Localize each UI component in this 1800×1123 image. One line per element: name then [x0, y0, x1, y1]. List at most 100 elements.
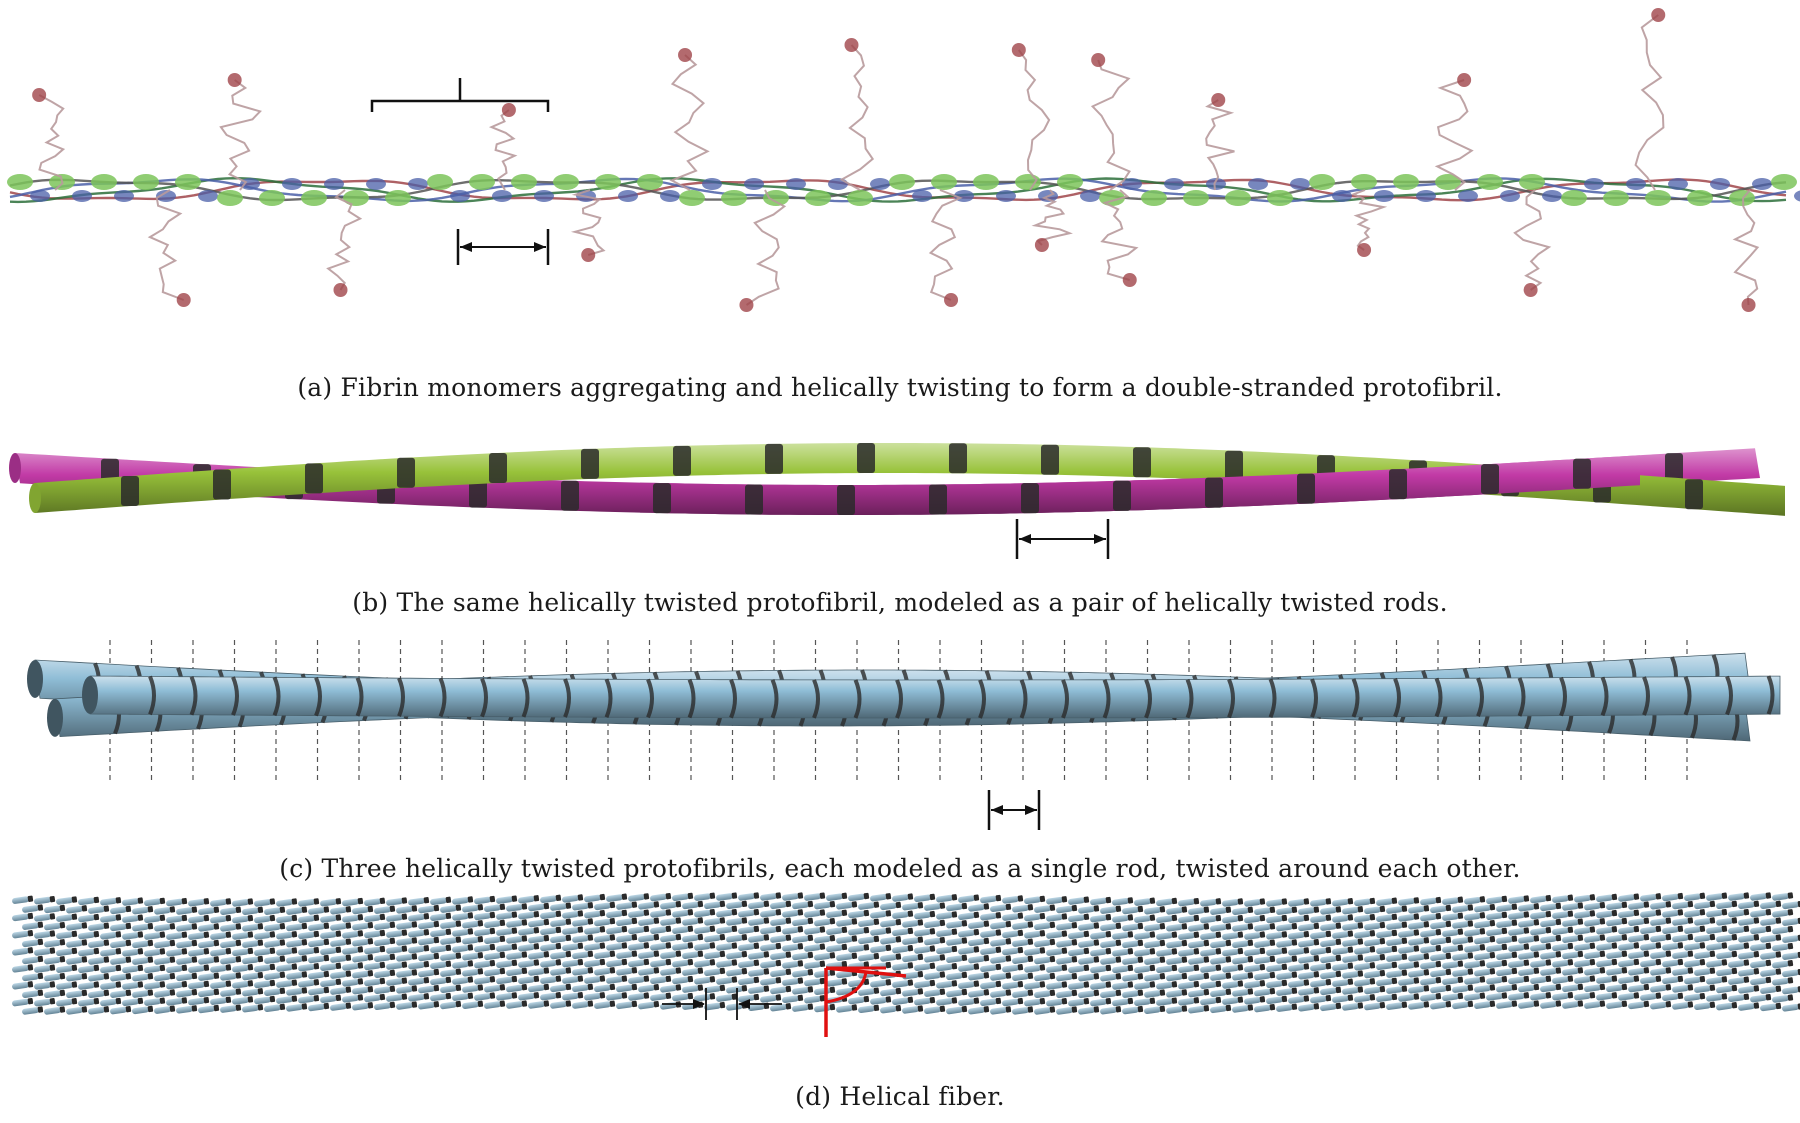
fiber-segment-band — [1027, 955, 1034, 963]
fiber-segment-band — [455, 936, 462, 943]
fiber-segment-band — [565, 950, 572, 958]
fiber-segment — [308, 971, 325, 980]
fiber-segment-band — [1303, 947, 1310, 954]
fiber-segment-band — [731, 993, 738, 1000]
fiber-segment — [1056, 939, 1073, 948]
fiber-segment-band — [1611, 958, 1618, 966]
fiber-segment — [1552, 943, 1569, 952]
fiber-segment — [1760, 901, 1777, 910]
fiber-segment-band — [599, 992, 606, 999]
fiber-segment — [1408, 1002, 1425, 1010]
fiber-segment — [176, 973, 193, 982]
fiber-segment-band — [93, 913, 100, 921]
fiber-segment — [1254, 956, 1271, 965]
fiber-segment-band — [291, 931, 298, 938]
fiber-segment-band — [1709, 950, 1716, 958]
fiber-segment-band — [1501, 992, 1508, 999]
fiber-segment-band — [939, 971, 946, 978]
fiber-segment-band — [411, 969, 418, 976]
fiber-segment-band — [1049, 921, 1056, 929]
fiber-segment-band — [301, 939, 308, 946]
fiber-segment-band — [247, 980, 254, 987]
fiber-segment-band — [1533, 919, 1540, 926]
fiber-segment — [1398, 994, 1415, 1002]
fiber-segment — [594, 935, 611, 943]
fiber-segment-band — [1325, 946, 1332, 954]
fiber-segment-band — [1765, 959, 1772, 967]
fiber-segment-band — [313, 914, 320, 921]
fiber-segment-band — [1247, 923, 1254, 930]
fiber-segment — [374, 906, 391, 914]
fiber-segment-band — [973, 928, 980, 936]
fiber-segment-band — [467, 896, 474, 903]
fiber-segment — [418, 1001, 435, 1010]
fiber-segment-band — [1743, 942, 1750, 949]
fiber-segment — [1122, 906, 1139, 915]
fiber-segment-band — [1445, 920, 1452, 928]
fiber-segment — [572, 1001, 589, 1009]
monomer-globule — [660, 190, 680, 202]
fiber-segment — [1332, 995, 1349, 1003]
fiber-segment — [1750, 977, 1767, 986]
fiber-segment — [352, 954, 369, 963]
fiber-segment-band — [907, 910, 914, 917]
fiber-segment — [1376, 962, 1393, 971]
fiber-segment-band — [1621, 967, 1628, 974]
fiber-segment — [78, 965, 95, 974]
fiber-segment-band — [1467, 952, 1474, 959]
fiber-segment-band — [973, 946, 980, 953]
fiber-segment — [1090, 897, 1107, 906]
fiber-segment-band — [225, 980, 232, 987]
fiber-segment — [1078, 990, 1095, 999]
twisted-rod-pair — [9, 443, 1785, 559]
fiber-segment — [1002, 947, 1019, 956]
monomer-globule — [1290, 178, 1310, 190]
fiber-segment — [1266, 964, 1283, 973]
fiber-segment — [1232, 956, 1249, 965]
fiber-segment-band — [983, 920, 990, 927]
fiber-segment-band — [973, 911, 980, 919]
fiber-segment-band — [1445, 984, 1452, 992]
fiber-segment — [914, 946, 931, 954]
fiber-segment — [1628, 967, 1645, 976]
monomer-globule — [1164, 178, 1184, 190]
monomer-globule — [72, 190, 92, 202]
fiber-segment — [264, 923, 281, 932]
fiber-segment — [848, 996, 865, 1005]
rod-band — [231, 676, 239, 716]
fiber-segment-band — [687, 925, 694, 932]
fiber-segment — [1760, 1003, 1777, 1012]
fiber-segment — [1464, 977, 1481, 985]
fiber-segment — [352, 970, 369, 979]
fiber-segment-band — [555, 894, 562, 902]
fiber-segment — [1144, 906, 1161, 915]
chain-end-blob — [1741, 298, 1756, 312]
fiber-segment-band — [543, 967, 550, 974]
fiber-segment — [606, 943, 623, 951]
fiber-segment-band — [785, 951, 792, 958]
fiber-segment-band — [1159, 939, 1166, 947]
fiber-segment — [1408, 937, 1425, 946]
fiber-segment-band — [477, 936, 484, 943]
fiber-segment-band — [863, 909, 870, 917]
fiber-segment-band — [313, 979, 320, 986]
fiber-segment-band — [1313, 987, 1320, 994]
fiber-segment-band — [1215, 898, 1222, 905]
fiber-segment — [770, 935, 787, 943]
fiber-segment-band — [345, 954, 352, 961]
fiber-segment-band — [389, 921, 396, 929]
fiber-segment-band — [1159, 1005, 1166, 1013]
fiber-segment-band — [1347, 898, 1354, 905]
monomer-globule — [91, 174, 117, 190]
fiber-segment-band — [181, 997, 188, 1004]
fiber-segment-band — [1643, 950, 1650, 957]
fiber-segment — [122, 932, 139, 940]
fiber-segment — [1650, 918, 1667, 926]
fiber-segment — [1288, 915, 1305, 924]
fiber-segment — [396, 986, 413, 994]
fiber-segment — [1276, 972, 1293, 980]
fiber-segment — [198, 924, 215, 932]
fiber-segment-band — [455, 904, 462, 911]
fiber-segment — [550, 951, 567, 960]
rod-band — [1061, 679, 1069, 719]
